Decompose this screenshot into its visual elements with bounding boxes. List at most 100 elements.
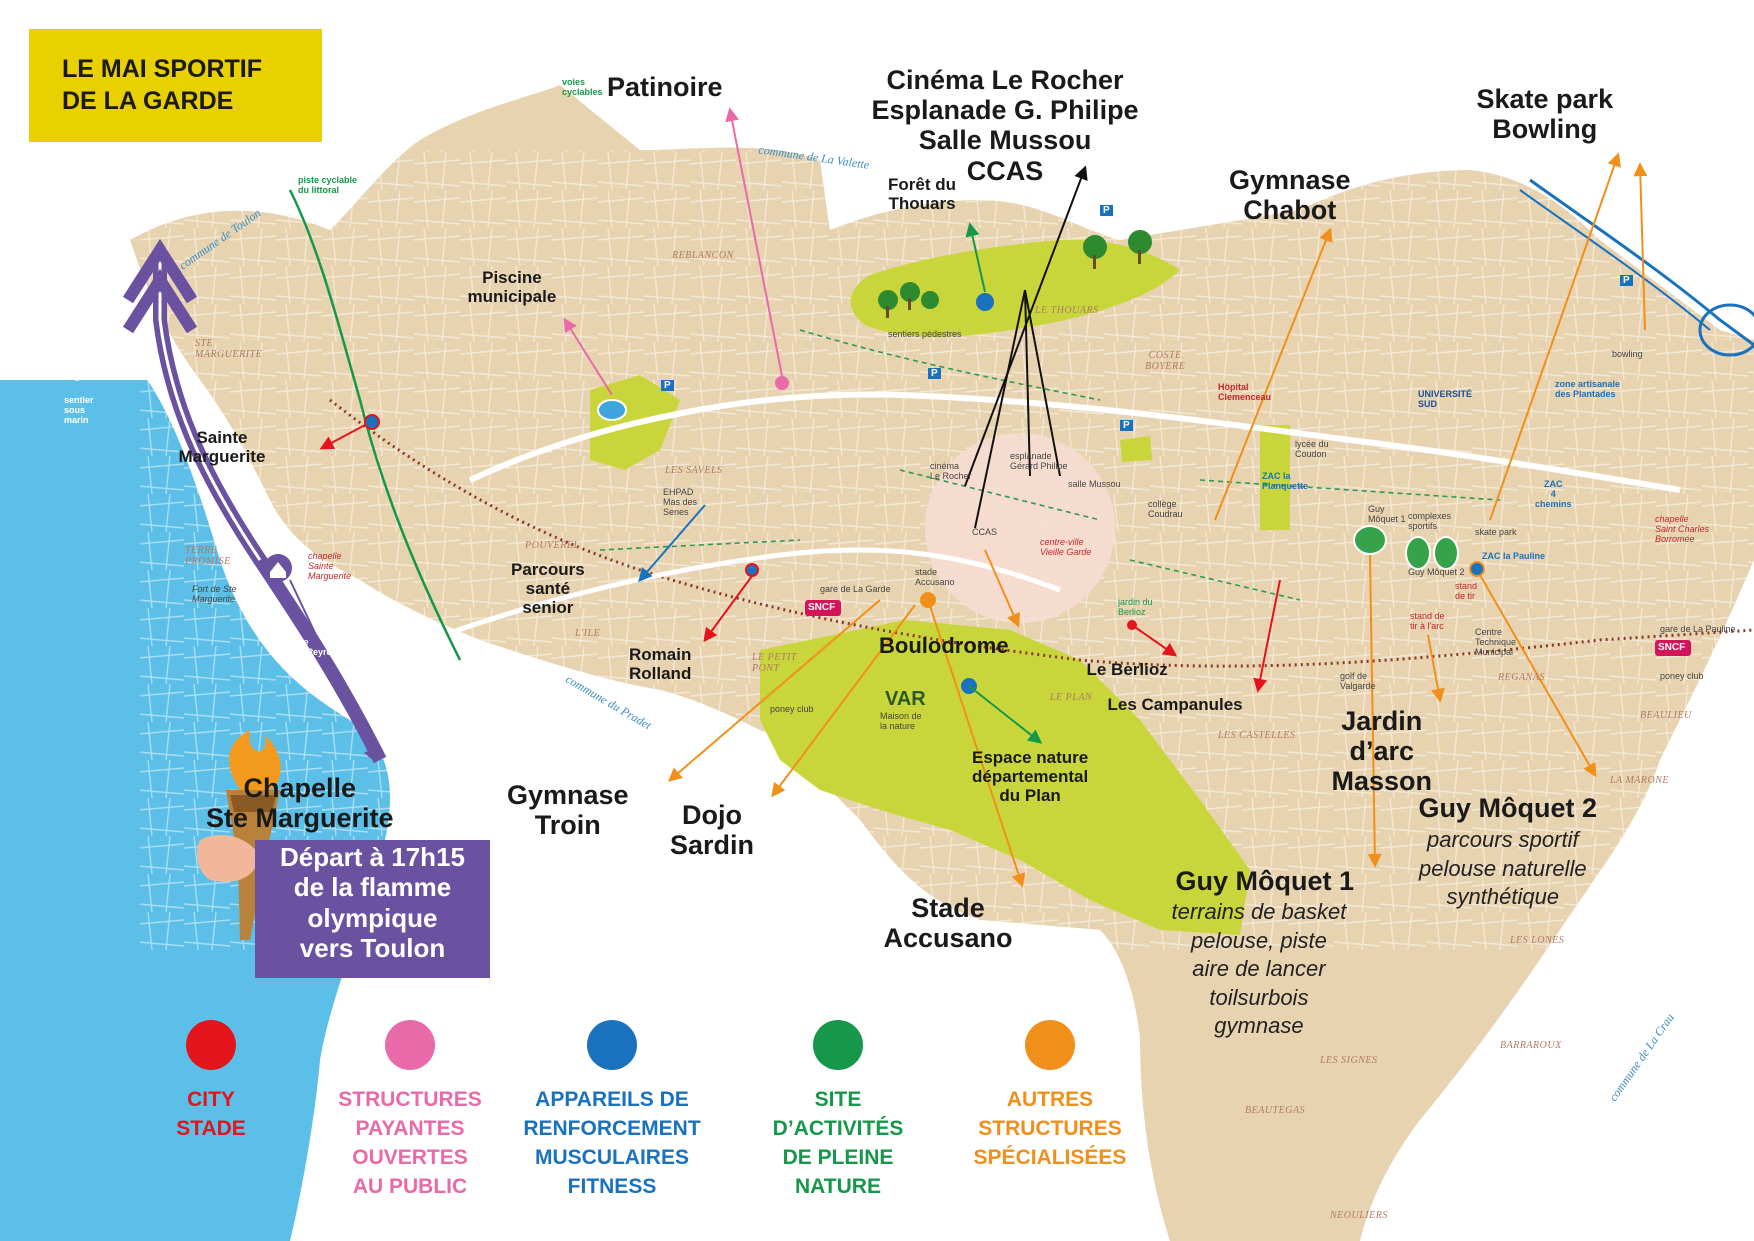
olympic-torch xyxy=(197,730,281,940)
sports-field-2 xyxy=(1405,536,1431,570)
ccas-small-text: CCAS xyxy=(972,527,998,537)
golf-text: golf de Valgarde xyxy=(1340,671,1376,691)
label-sainte-marguerite: Sainte Marguerite xyxy=(178,428,266,467)
label-stade-accusano: Stade Accusano xyxy=(883,893,1013,954)
label-les-campanules: Les Campanules xyxy=(1107,695,1243,714)
label-guy-moquet-2: Guy Môquet 2 xyxy=(1418,793,1598,823)
pool-icon xyxy=(597,399,627,421)
sncf-text: SNCF xyxy=(808,602,836,613)
torch-departure-box: Départ à 17h15 de la flamme olympique ve… xyxy=(255,840,490,978)
stand-arc-text: stand de tir à l'arc xyxy=(1410,611,1445,631)
label-chapelle: Chapelle Ste Marguerite xyxy=(206,773,394,834)
legend-dot-pink xyxy=(385,1020,435,1070)
centre-technique-text: Centre Technique Municipal xyxy=(1475,627,1517,657)
jardin-zone xyxy=(1120,436,1152,462)
complexes-text: complexes sportifs xyxy=(1408,511,1452,531)
map-title: LE MAI SPORTIF DE LA GARDE xyxy=(62,55,262,115)
stade-small-text: stade Accusano xyxy=(915,567,955,587)
legend-city-stade: CITY STADE xyxy=(111,1020,311,1144)
sncf-logo-2 xyxy=(1655,640,1691,656)
legend-label: STRUCTURES PAYANTES OUVERTES AU PUBLIC xyxy=(338,1088,482,1198)
quarter-les-signes: LES SIGNES xyxy=(1320,1055,1378,1066)
label-espace-nature: Espace nature départemental du Plan xyxy=(972,748,1089,806)
foret-thouars-zone xyxy=(850,239,1180,337)
main-road-2 xyxy=(429,547,1061,643)
legend-label: SITE D’ACTIVITÉS DE PLEINE NATURE xyxy=(772,1088,904,1198)
chapelle-small-text: chapelle Sainte Marguerite xyxy=(308,551,352,581)
esplanade-small-text: esplanade Gérard Philipe xyxy=(1010,451,1068,471)
salle-small-text: salle Mussou xyxy=(1068,479,1121,489)
quarter-reblancon: REBLANCON xyxy=(672,250,734,261)
centre-ville-text: centre-ville Vieille Garde xyxy=(1040,537,1092,557)
fort-text: Fort de Ste Marguerite xyxy=(192,584,237,604)
parking-icon: P xyxy=(1100,205,1113,216)
main-road xyxy=(468,391,1681,493)
quarter-les-castelles: LES CASTELLES xyxy=(1218,730,1296,741)
parking-icon: P xyxy=(661,380,674,391)
legend-label: AUTRES STRUCTURES SPÉCIALISÉES xyxy=(973,1088,1127,1169)
label-cinema: Cinéma Le Rocher Esplanade G. Philipe Sa… xyxy=(871,65,1139,186)
motorway xyxy=(1529,178,1754,347)
skate-small-text: skate park xyxy=(1475,527,1517,537)
quarter-beaulieu: BEAULIEU xyxy=(1640,710,1692,721)
legend-dot-red xyxy=(186,1020,236,1070)
label-piscine: Piscine municipale xyxy=(467,268,557,307)
label-boulodrome: Boulodrome xyxy=(879,633,1009,658)
sentier-marin-text: sentier sous marin xyxy=(64,395,94,425)
parking-icon: P xyxy=(1620,275,1633,286)
legend-autres-structures: AUTRES STRUCTURES SPÉCIALISÉES xyxy=(950,1020,1150,1173)
sncf-text-2: SNCF xyxy=(1658,642,1686,653)
guy-moquet-1-description: terrains de basket pelouse, piste aire d… xyxy=(1171,899,1347,1039)
label-gymnase-chabot: Gymnase Chabot xyxy=(1229,165,1351,226)
quarter-pouverel: POUVEREL xyxy=(525,540,580,551)
label-le-berlioz: Le Berlioz xyxy=(1086,660,1168,679)
espace-nature-zone xyxy=(760,620,1250,935)
quarter-la-marone: LA MARONE xyxy=(1610,775,1670,786)
guy2-small-text: Guy Môquet 2 xyxy=(1408,567,1465,577)
hopital-text: Hôpital Clemenceau xyxy=(1218,382,1272,402)
title-box: LE MAI SPORTIF DE LA GARDE xyxy=(29,29,322,142)
anse-san-peyre-text: anse San Peyre xyxy=(288,637,332,657)
label-patinoire: Patinoire xyxy=(607,72,723,102)
label-skate-bowling: Skate park Bowling xyxy=(1476,84,1614,145)
guy1-small-text: Guy Môquet 1 xyxy=(1368,504,1406,524)
legend-structures-payantes: STRUCTURES PAYANTES OUVERTES AU PUBLIC xyxy=(310,1020,510,1202)
quarter-l-ile: L'ILE xyxy=(575,628,601,639)
zac-planquette-zone xyxy=(1260,425,1290,530)
label-romain-rolland: Romain Rolland xyxy=(629,645,692,684)
ehpad-text: EHPAD Mas des Senes xyxy=(663,487,698,517)
guy-moquet-2-description: parcours sportif pelouse naturelle synth… xyxy=(1419,827,1587,910)
sports-field-1 xyxy=(1353,525,1387,555)
label-gymnase-troin: Gymnase Troin xyxy=(507,780,629,841)
railway xyxy=(329,398,1754,668)
gare-garde-text: gare de La Garde xyxy=(820,584,891,594)
quarter-le-petit-pont: LE PETIT PONT xyxy=(752,652,797,674)
stand-tir-text: stand de tir xyxy=(1455,581,1478,601)
quarter-beautegas: BEAUTEGAS xyxy=(1245,1105,1306,1116)
legend-label: APPAREILS DE RENFORCEMENT MUSCULAIRES FI… xyxy=(523,1088,701,1198)
lycee-text: lycée du Coudon xyxy=(1295,439,1329,459)
sncf-logo xyxy=(805,600,841,616)
tree-icons xyxy=(878,230,1152,318)
label-parcours-sante: Parcours santé senior xyxy=(511,560,585,618)
zac-pauline-text: ZAC la Pauline xyxy=(1482,551,1546,561)
maison-nature-text: Maison de la nature xyxy=(880,711,922,731)
poney-club-text-2: poney club xyxy=(1660,671,1704,681)
bike-path xyxy=(288,189,462,661)
legend-site-nature: SITE D’ACTIVITÉS DE PLEINE NATURE xyxy=(738,1020,938,1202)
zac-4-chemins-text: ZAC 4 chemins xyxy=(1535,479,1572,509)
parking-icon: P xyxy=(928,368,941,379)
poney-club-text: poney club xyxy=(770,704,814,714)
anse-magaud-text: anse Magaud xyxy=(62,361,97,381)
quarter-barraroux: BARRAROUX xyxy=(1500,1040,1562,1051)
sentiers-text: sentiers pédestres xyxy=(888,329,962,339)
quarter-coste-boyere: COSTE BOYERE xyxy=(1145,350,1186,372)
label-jardin-arc: Jardin d’arc Masson xyxy=(1331,706,1433,797)
voies-cyclables-text: voies cyclables xyxy=(562,77,603,97)
quarter-terre-promise: TERRE PROMISE xyxy=(185,545,231,567)
quarter-les-savels: LES SAVELS xyxy=(665,465,723,476)
piste-cyclable-text: piste cyclable du littoral xyxy=(298,175,358,195)
quarter-neouliers: NEOULIERS xyxy=(1330,1210,1388,1221)
zac-planquette-text: ZAC la Planquette xyxy=(1262,471,1309,491)
